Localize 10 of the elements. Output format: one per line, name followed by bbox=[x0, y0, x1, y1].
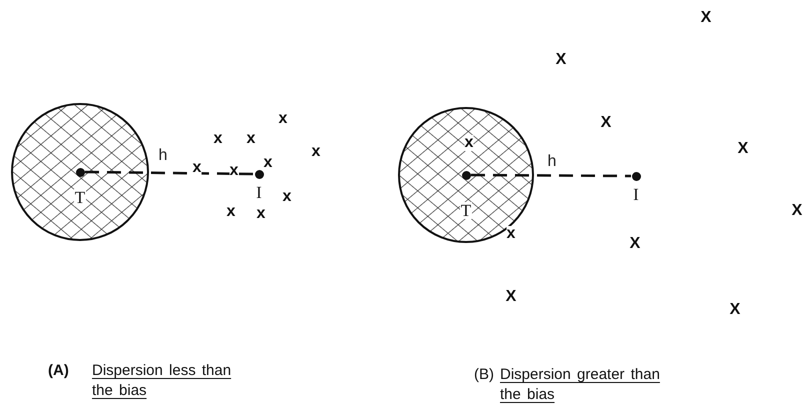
point-label: I bbox=[255, 184, 263, 200]
panel-letter: (A) bbox=[48, 361, 69, 381]
panel-caption: Dispersion less than the bias bbox=[92, 361, 232, 401]
panel-caption: Dispersion greater than the bias bbox=[500, 365, 661, 405]
dashed-line bbox=[84, 170, 254, 176]
panel-letter: (B) bbox=[474, 365, 494, 385]
scatter-mark: x bbox=[464, 135, 474, 151]
point-label: I bbox=[632, 186, 640, 202]
edge-label: h bbox=[548, 154, 556, 170]
edge-label: h bbox=[158, 148, 168, 164]
